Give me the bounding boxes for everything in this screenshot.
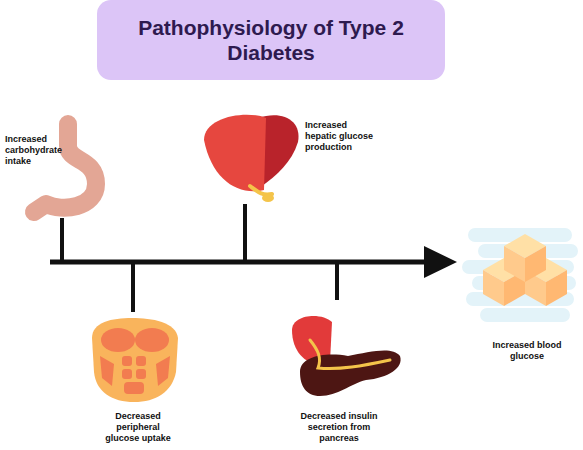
- organ-label: Decreased insulin secretion from pancrea…: [300, 411, 378, 444]
- organ-label: Increased carbohydrate intake: [5, 134, 69, 167]
- organ-label: Increased blood glucose: [486, 340, 568, 362]
- sugar-background: [462, 228, 578, 322]
- diagram-title: Pathophysiology of Type 2 Diabetes: [121, 15, 421, 65]
- muscle-icon: [92, 318, 178, 402]
- pancreas-icon: [292, 316, 401, 396]
- organ-label: Decreased peripheral glucose uptake: [100, 411, 176, 444]
- timeline-arrow: [50, 204, 457, 312]
- title-box: Pathophysiology of Type 2 Diabetes: [97, 0, 445, 80]
- liver-icon: [204, 115, 299, 202]
- sugar-cubes: [483, 234, 567, 306]
- organ-label: Increased hepatic glucose production: [305, 120, 381, 153]
